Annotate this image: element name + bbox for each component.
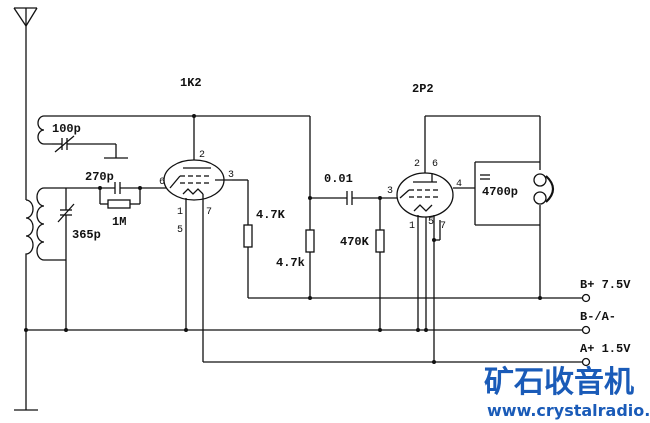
label-4700p: 4700p [482, 185, 518, 199]
pin-label: 5 [428, 217, 434, 228]
terminal-b-minus [581, 325, 591, 335]
capacitor-365p [57, 188, 75, 330]
tube-2p2-icon [396, 116, 475, 362]
pin-label: 2 [414, 159, 420, 170]
label-1m: 1M [112, 215, 126, 229]
pin-label: 4 [456, 179, 462, 190]
pin-label: 1 [177, 207, 183, 218]
resistor-470k [375, 196, 385, 330]
label-270p: 270p [85, 170, 114, 184]
resistor-1m [98, 186, 142, 209]
tickler-coil [37, 115, 190, 145]
pin-label: 5 [177, 225, 183, 236]
capacitor-100p [54, 135, 128, 159]
terminal-b-plus [581, 293, 591, 303]
capacitor-4700p [480, 174, 490, 180]
pin-label: 1 [409, 221, 415, 232]
tube-label-1k2: 1K2 [180, 76, 202, 90]
tube-label-2p2: 2P2 [412, 82, 434, 96]
label-100p: 100p [52, 122, 81, 136]
label-a-plus: A+ 1.5V [580, 342, 631, 356]
watermark-url: www.crystalradio.cn [487, 401, 650, 420]
pin-label: 7 [206, 207, 212, 218]
label-470k: 470K [340, 235, 370, 249]
label-365p: 365p [72, 228, 101, 242]
pin-label: 2 [199, 150, 205, 161]
label-4-7k: 4.7K [256, 208, 286, 222]
terminal-a-plus [581, 357, 591, 367]
pin-label: 7 [440, 221, 446, 232]
tube-1k2-icon [163, 116, 232, 362]
label-4-7k-load: 4.7k [276, 256, 305, 270]
resistor-4-7k-plate [232, 179, 253, 298]
pin-label: 3 [228, 170, 234, 181]
output-network [474, 161, 541, 298]
watermark-brand: 矿石收音机 [484, 365, 634, 400]
pin-label: 6 [159, 177, 165, 188]
label-b-minus: B-/A- [580, 310, 616, 324]
pin-label: 6 [432, 159, 438, 170]
capacitor-270p [66, 182, 170, 194]
resistor-4-7k-load [305, 229, 315, 298]
antenna-icon [13, 7, 38, 200]
headphone-icon [533, 173, 555, 205]
pin-label: 3 [387, 186, 393, 197]
tuning-coil [36, 187, 66, 261]
antenna-coil [25, 199, 34, 410]
label-0-01: 0.01 [324, 172, 353, 186]
label-b-plus: B+ 7.5V [580, 278, 631, 292]
capacitor-0-01 [308, 191, 400, 205]
